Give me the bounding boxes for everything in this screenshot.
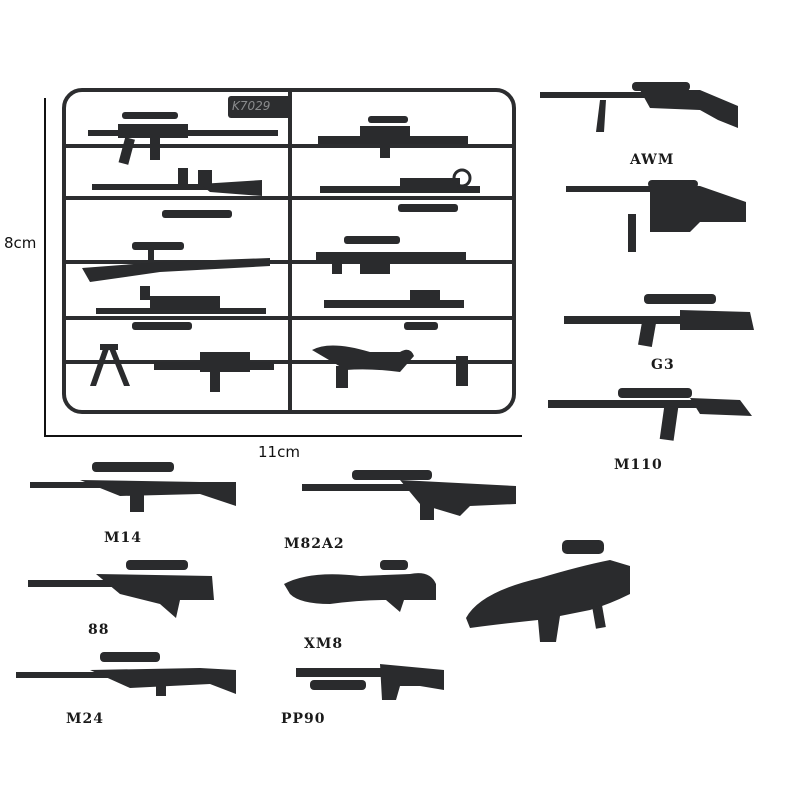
label-xm8: XM8 <box>304 636 344 652</box>
width-dimension-line <box>44 435 522 437</box>
label-88: 88 <box>88 622 110 638</box>
label-awm: AWM <box>630 152 675 168</box>
sprue-rifle-6 <box>320 168 480 212</box>
label-pp90: PP90 <box>281 711 326 727</box>
label-g3: G3 <box>651 357 675 373</box>
sprue-rifle-4 <box>96 286 266 330</box>
sprue-frame <box>62 88 516 414</box>
height-dimension-line <box>44 98 46 436</box>
sprue-rifle-1 <box>88 112 278 165</box>
label-m24: M24 <box>66 711 104 727</box>
label-m110: M110 <box>614 457 663 473</box>
sprue-smg <box>154 352 274 392</box>
sprue-rifle-2 <box>92 168 262 218</box>
sprue-rifle-5 <box>318 116 468 158</box>
width-dimension-label: 11cm <box>258 443 300 461</box>
sprue-rifle-8 <box>324 290 464 330</box>
height-dimension-label: 8cm <box>4 234 37 252</box>
sprue-rifle-3 <box>82 242 270 282</box>
sprue-rifle-7 <box>316 236 466 274</box>
label-m14: M14 <box>104 530 142 546</box>
sprue-xm8 <box>312 345 468 388</box>
label-m82a2: M82A2 <box>284 536 345 552</box>
sprue-code-tag: K7029 <box>232 99 271 113</box>
sprue-bipod <box>90 344 130 386</box>
